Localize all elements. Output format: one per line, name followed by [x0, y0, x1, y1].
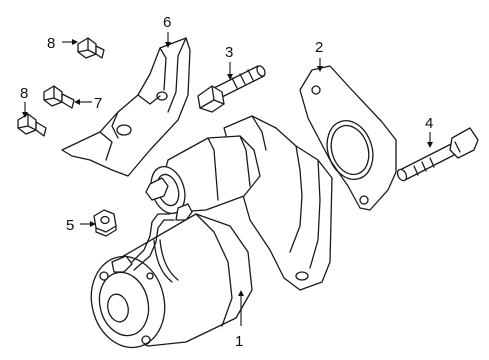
callout-4: 4: [425, 115, 433, 148]
callout-label-1: 1: [235, 333, 243, 350]
flange-bolt-middle: [43, 85, 75, 109]
callout-1: 1: [235, 290, 244, 350]
mounting-bracket: [61, 37, 191, 177]
flange-bolt-lower: [17, 113, 47, 137]
callout-3: 3: [225, 44, 233, 80]
callout-6: 6: [163, 14, 171, 48]
flange-bolts: [17, 37, 105, 137]
callout-label-7: 7: [94, 95, 102, 112]
callout-2: 2: [315, 39, 323, 72]
short-bolt: [197, 65, 266, 113]
starter-motor: [90, 115, 333, 349]
long-bolt: [396, 127, 479, 182]
gasket-plate: [299, 65, 397, 211]
hex-nut: [93, 209, 117, 237]
callout-label-6: 6: [163, 14, 171, 31]
callout-label-8a: 8: [47, 35, 55, 52]
callout-7: 7: [74, 95, 102, 112]
callout-8-top: 8: [47, 35, 78, 52]
callout-label-4: 4: [425, 115, 433, 132]
callout-label-8b: 8: [20, 85, 28, 102]
callout-label-2: 2: [315, 39, 323, 56]
callout-label-5: 5: [66, 217, 74, 234]
callout-5: 5: [66, 217, 96, 234]
callout-8-lower: 8: [20, 85, 28, 118]
callout-label-3: 3: [225, 44, 233, 61]
flange-bolt-top: [77, 37, 105, 59]
